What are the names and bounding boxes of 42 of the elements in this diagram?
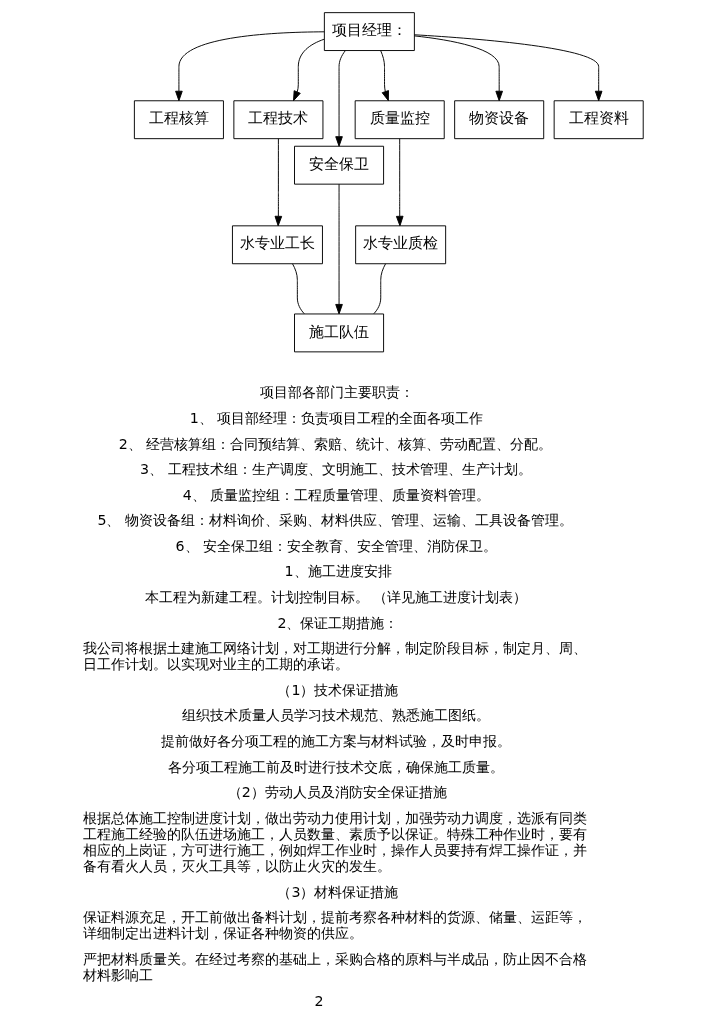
arrow: [334, 183, 343, 315]
arrow: [379, 50, 389, 102]
label: 严把材料质量关。在经过考察的基础上，采购合格的原料与半成品，防止因不合格材料影响工: [82, 950, 587, 984]
node-box: 水专业工长: [231, 225, 323, 265]
node-box: 施工队伍: [293, 313, 384, 353]
label: （1）技术保证措施: [276, 681, 398, 698]
arrow: [174, 31, 325, 102]
label: 组织技术质量人员学习技术规范、熟悉施工图纸。: [181, 707, 490, 724]
node-box: 工程资料: [553, 100, 644, 140]
node-box: 安全保卫: [293, 145, 384, 185]
label: 提前做好各分项工程的施工方案与材料试验，及时申报。: [160, 733, 511, 750]
node-box: 物资设备: [453, 100, 544, 140]
arrow: [413, 35, 503, 102]
label: 3、 工程技术组：生产调度、文明施工、技术管理、生产计划。: [139, 461, 532, 478]
label: 6、 安全保卫组：安全教育、安全管理、消防保卫。: [175, 537, 497, 554]
connector: [291, 263, 305, 315]
node-box: 质量监控: [354, 100, 445, 140]
node-box: 水专业质检: [354, 225, 446, 265]
label: 本工程为新建工程。计划控制目标。 （详见施工进度计划表）: [144, 589, 527, 606]
label: 根据总体施工控制进度计划，做出劳动力使用计划，加强劳动力调度，选派有同类工程施工经验的队伍进场施工，人员数量、素质予以保证。特殊工种作业时，要有相应的上岗证，方可进行施工，例如焊工作业时，操作人员要持有焊工操作证，并备有看火人员，灭火工具等，以防止火灾的发生。: [82, 809, 587, 875]
label: （3）材料保证措施: [276, 883, 398, 900]
label: 保证料源充足，开工前做出备料计划，提前考察各种材料的货源、储量、运距等，详细制定出进料计划，保证各种物资的供应。: [82, 909, 587, 942]
label: 1、 项目部经理：负责项目工程的全面各项工作: [189, 409, 483, 426]
arrow: [413, 34, 602, 102]
arrow: [292, 38, 324, 102]
label: 项目部各部门主要职责：: [259, 384, 414, 401]
connector: [372, 263, 386, 315]
label: 我公司将根据土建施工网络计划，对工期进行分解，制定阶段目标，制定月、周、日工作计划。以实现对业主的工期的承诺。: [82, 640, 587, 673]
node-box: 工程核算: [133, 100, 224, 140]
node-box: 项目经理：: [323, 12, 415, 52]
label: 2: [313, 992, 323, 1009]
label: 2、 经营核算组：合同预结算、索赔、统计、核算、劳动配置、分配。: [118, 435, 552, 452]
label: 1、施工进度安排: [284, 563, 392, 580]
label: 各分项工程施工前及时进行技术交底，确保施工质量。: [167, 758, 504, 775]
node-box: 工程技术: [232, 100, 323, 140]
label: 4、 质量监控组：工程质量管理、质量资料管理。: [182, 486, 490, 503]
arrow: [274, 138, 282, 227]
arrow: [395, 138, 404, 227]
arrow: [334, 50, 346, 147]
label: （2）劳动人员及消防安全保证措施: [227, 784, 447, 801]
label: 5、 物资设备组：材料询价、采购、材料供应、管理、运输、工具设备管理。: [96, 512, 573, 529]
label: 2、保证工期措施：: [276, 614, 398, 631]
